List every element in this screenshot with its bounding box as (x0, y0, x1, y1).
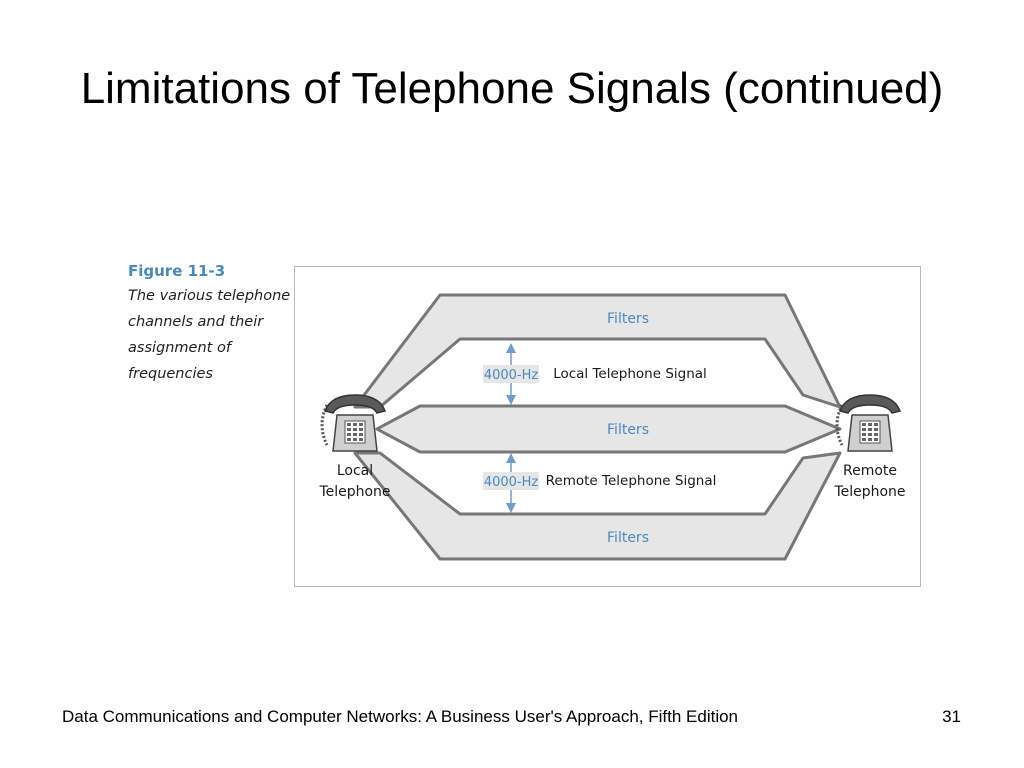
slide-title: Limitations of Telephone Signals (contin… (80, 64, 944, 113)
figure-caption: Figure 11-3 The various telephone channe… (128, 262, 291, 387)
filter-label-middle: Filters (607, 422, 649, 438)
caption-line: assignment of (128, 340, 231, 356)
caption-line: frequencies (128, 366, 213, 382)
footer-text: Data Communications and Computer Network… (62, 707, 738, 726)
caption-line: The various telephone (128, 288, 291, 304)
filter-band-bottom (353, 451, 842, 561)
local-telephone-icon (320, 394, 386, 452)
local-telephone-label: Local (337, 463, 373, 479)
remote-telephone-icon (835, 394, 901, 452)
figure-number: Figure 11-3 (128, 262, 226, 280)
bandwidth-arrow-upper (483, 343, 539, 405)
page-number: 31 (942, 707, 961, 726)
bandwidth-label-lower: 4000-Hz (484, 475, 539, 490)
remote-telephone-label: Telephone (833, 484, 905, 500)
filter-label-top: Filters (607, 311, 649, 327)
local-telephone-label: Telephone (318, 484, 390, 500)
filter-band-top (353, 293, 842, 409)
telephone-channels-diagram: Filters Filters Filters 4000-Hz Local Te… (294, 266, 921, 587)
filter-band-middle (375, 404, 842, 454)
bandwidth-label-upper: 4000-Hz (484, 368, 539, 383)
local-signal-label: Local Telephone Signal (553, 366, 707, 382)
diagram-canvas: Filters Filters Filters 4000-Hz Local Te… (318, 293, 906, 561)
remote-telephone-label: Remote (843, 463, 897, 479)
remote-signal-label: Remote Telephone Signal (546, 473, 717, 489)
filter-label-bottom: Filters (607, 530, 649, 546)
caption-line: channels and their (128, 314, 264, 330)
bandwidth-arrow-lower (483, 453, 539, 513)
